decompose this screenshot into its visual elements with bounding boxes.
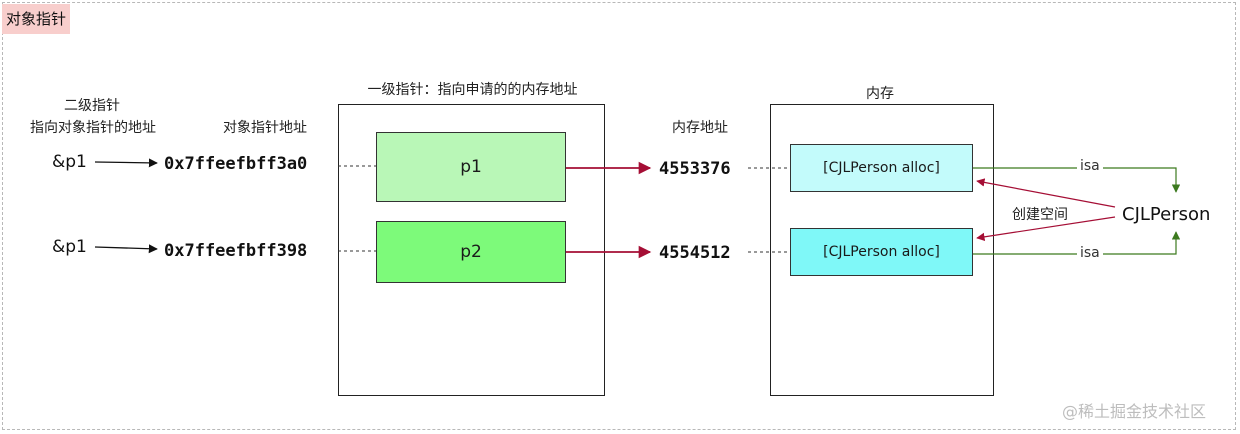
- header-memory-address: 内存地址: [672, 120, 728, 136]
- diagram-title: 对象指针: [2, 4, 71, 34]
- pointer-box-p2: p2: [376, 221, 566, 283]
- isa-label-1: isa: [1077, 158, 1103, 174]
- pointer-label-p2: p2: [460, 242, 482, 262]
- row2-pointer-address: 0x7ffeefbff398: [164, 241, 308, 261]
- ref-arrow-2: [94, 244, 158, 254]
- row2-ref: &p1: [52, 237, 87, 257]
- header-second-level: 二级指针: [64, 98, 120, 114]
- create-arrow-1: [976, 178, 1116, 208]
- pointer-label-p1: p1: [460, 157, 482, 177]
- create-space-label: 创建空间: [1012, 207, 1068, 223]
- row2-memory-address: 4554512: [659, 243, 731, 263]
- pointer-box-p1: p1: [376, 132, 566, 202]
- header-first-level: 一级指针：指向申请的的内存地址: [367, 82, 578, 98]
- header-object-pointer-address: 对象指针地址: [223, 120, 307, 136]
- ref-arrow-1: [94, 158, 158, 168]
- header-second-level-sub: 指向对象指针的地址: [30, 120, 156, 136]
- object-label-1: [CJLPerson alloc]: [823, 160, 940, 176]
- class-name-label: CJLPerson: [1122, 204, 1211, 225]
- isa-line-2: [973, 231, 1181, 255]
- watermark: @稀土掘金技术社区: [1062, 402, 1207, 421]
- header-memory: 内存: [866, 86, 894, 102]
- row1-memory-address: 4553376: [659, 159, 731, 179]
- create-arrow-2: [976, 216, 1116, 242]
- isa-line-1: [973, 167, 1181, 193]
- isa-label-2: isa: [1077, 245, 1103, 261]
- memory-container: [770, 104, 994, 396]
- object-box-2: [CJLPerson alloc]: [790, 228, 973, 276]
- first-level-pointer-container: [338, 104, 605, 396]
- object-label-2: [CJLPerson alloc]: [823, 244, 940, 260]
- row1-ref: &p1: [52, 152, 87, 172]
- row1-pointer-address: 0x7ffeefbff3a0: [164, 154, 308, 174]
- object-box-1: [CJLPerson alloc]: [790, 144, 973, 192]
